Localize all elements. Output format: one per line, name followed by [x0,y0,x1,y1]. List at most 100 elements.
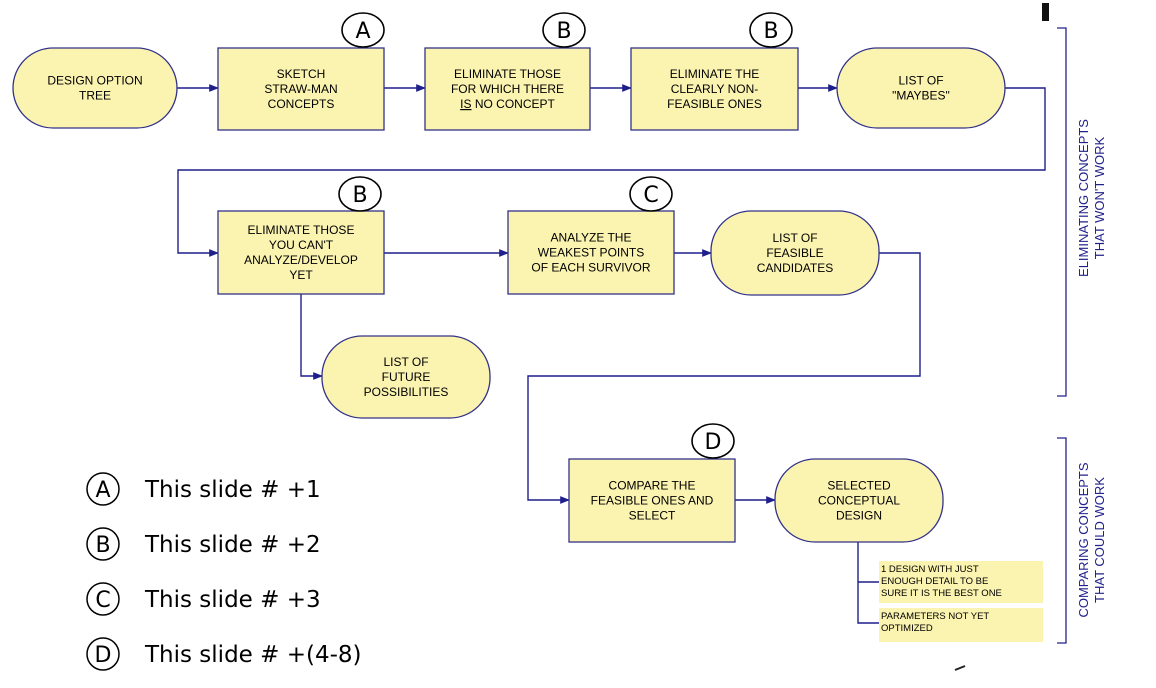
node-shape [507,210,675,295]
node-label-line: FUTURE [382,370,431,384]
node-label-line: FEASIBLE ONES AND [591,494,714,508]
marker-a: A [341,12,385,48]
legend-circle [86,472,120,506]
marker-circle [749,12,793,48]
node-label-line: OF EACH SURVIVOR [531,261,650,275]
node-label-line: SELECTED [827,479,891,493]
note-line: SURE IT IS THE BEST ONE [881,588,1002,599]
bracket-comparing [1057,437,1067,644]
node-shape [217,47,385,131]
marker-d: D [691,423,735,459]
side-label-line: THAT COULD WORK [1092,477,1107,603]
note-line: OPTIMIZED [881,623,933,634]
marker-circle [338,176,382,212]
node-shape [217,210,385,295]
stray-stroke-artifact [954,665,966,671]
note-line: ENOUGH DETAIL TO BE [881,576,988,587]
legend-letter: B [95,533,110,558]
note-background [879,561,1043,603]
node-label-line: CLEARLY NON- [671,82,759,96]
node-label-line: SKETCH [277,67,326,81]
label-remainder: NO CONCEPT [472,97,556,111]
legend-description: This slide # +2 [144,532,321,558]
side-label-line: THAT WON'T WORK [1092,136,1107,259]
node-label-line: YET [289,268,313,282]
marker-circle [629,176,673,212]
marker-letter: B [352,183,367,208]
node-shape [321,335,491,419]
connector-selected-to-notes [857,541,879,624]
side-label-line: COMPARING CONCEPTS [1076,462,1091,617]
legend-circle [86,582,120,616]
node-shape [424,47,591,131]
corner-artifact [1042,3,1049,21]
node-label-line: LIST OF [898,74,943,88]
legend-item-b: B This slide # +2 [86,527,321,561]
note-line: PARAMETERS NOT YET [881,611,989,622]
connector-cant-analyze-to-future [300,294,323,380]
side-label-line: ELIMINATING CONCEPTS [1076,119,1091,277]
marker-letter: B [763,19,778,44]
node-label-line: TREE [79,89,111,103]
marker-circle [691,423,735,459]
node-shape [836,47,1006,129]
note-background [879,608,1043,642]
node-label-line: FEASIBLE ONES [667,97,762,111]
node-label-line: CONCEPTS [268,97,335,111]
node-shape [710,210,880,296]
node-label-line: FEASIBLE [766,246,823,260]
legend-description: This slide # +3 [144,587,321,613]
node-label-line: WEAKEST POINTS [538,246,644,260]
node-shape [12,47,178,129]
node-label-line: CANDIDATES [757,261,833,275]
node-label-line: DESIGN OPTION [47,74,142,88]
note-line: 1 DESIGN WITH JUST [881,564,979,575]
node-label-line: COMPARE THE [609,479,696,493]
node-label-line: DESIGN [836,509,882,523]
node-label-line: FOR WHICH THERE [451,82,564,96]
node-label-line: "MAYBES" [892,89,950,103]
marker-b: B [749,12,793,48]
node-shape [630,47,799,131]
marker-circle [341,12,385,48]
node-label-line: ELIMINATE THOSE [248,223,355,237]
underlined-word: IS [460,97,471,111]
marker-c: C [629,176,673,212]
connector-maybes-to-eliminate-cant-analyze [177,87,1046,257]
node-shape [568,458,736,543]
marker-b: B [542,12,586,48]
legend-letter: D [95,643,112,668]
marker-letter: A [355,19,370,44]
marker-letter: D [705,430,722,455]
node-label-line: LIST OF [772,231,817,245]
node-label-line: LIST OF [383,355,428,369]
marker-letter: C [643,183,658,208]
node-label-line: STRAW-MAN [264,82,337,96]
node-label-line: ELIMINATE THOSE [454,67,561,81]
marker-circle [542,12,586,48]
node-label-line: SELECT [629,509,676,523]
node-label-line: ANALYZE THE [551,231,632,245]
node-label-line: YOU CAN'T [269,238,334,252]
legend-description: This slide # +1 [144,477,321,503]
